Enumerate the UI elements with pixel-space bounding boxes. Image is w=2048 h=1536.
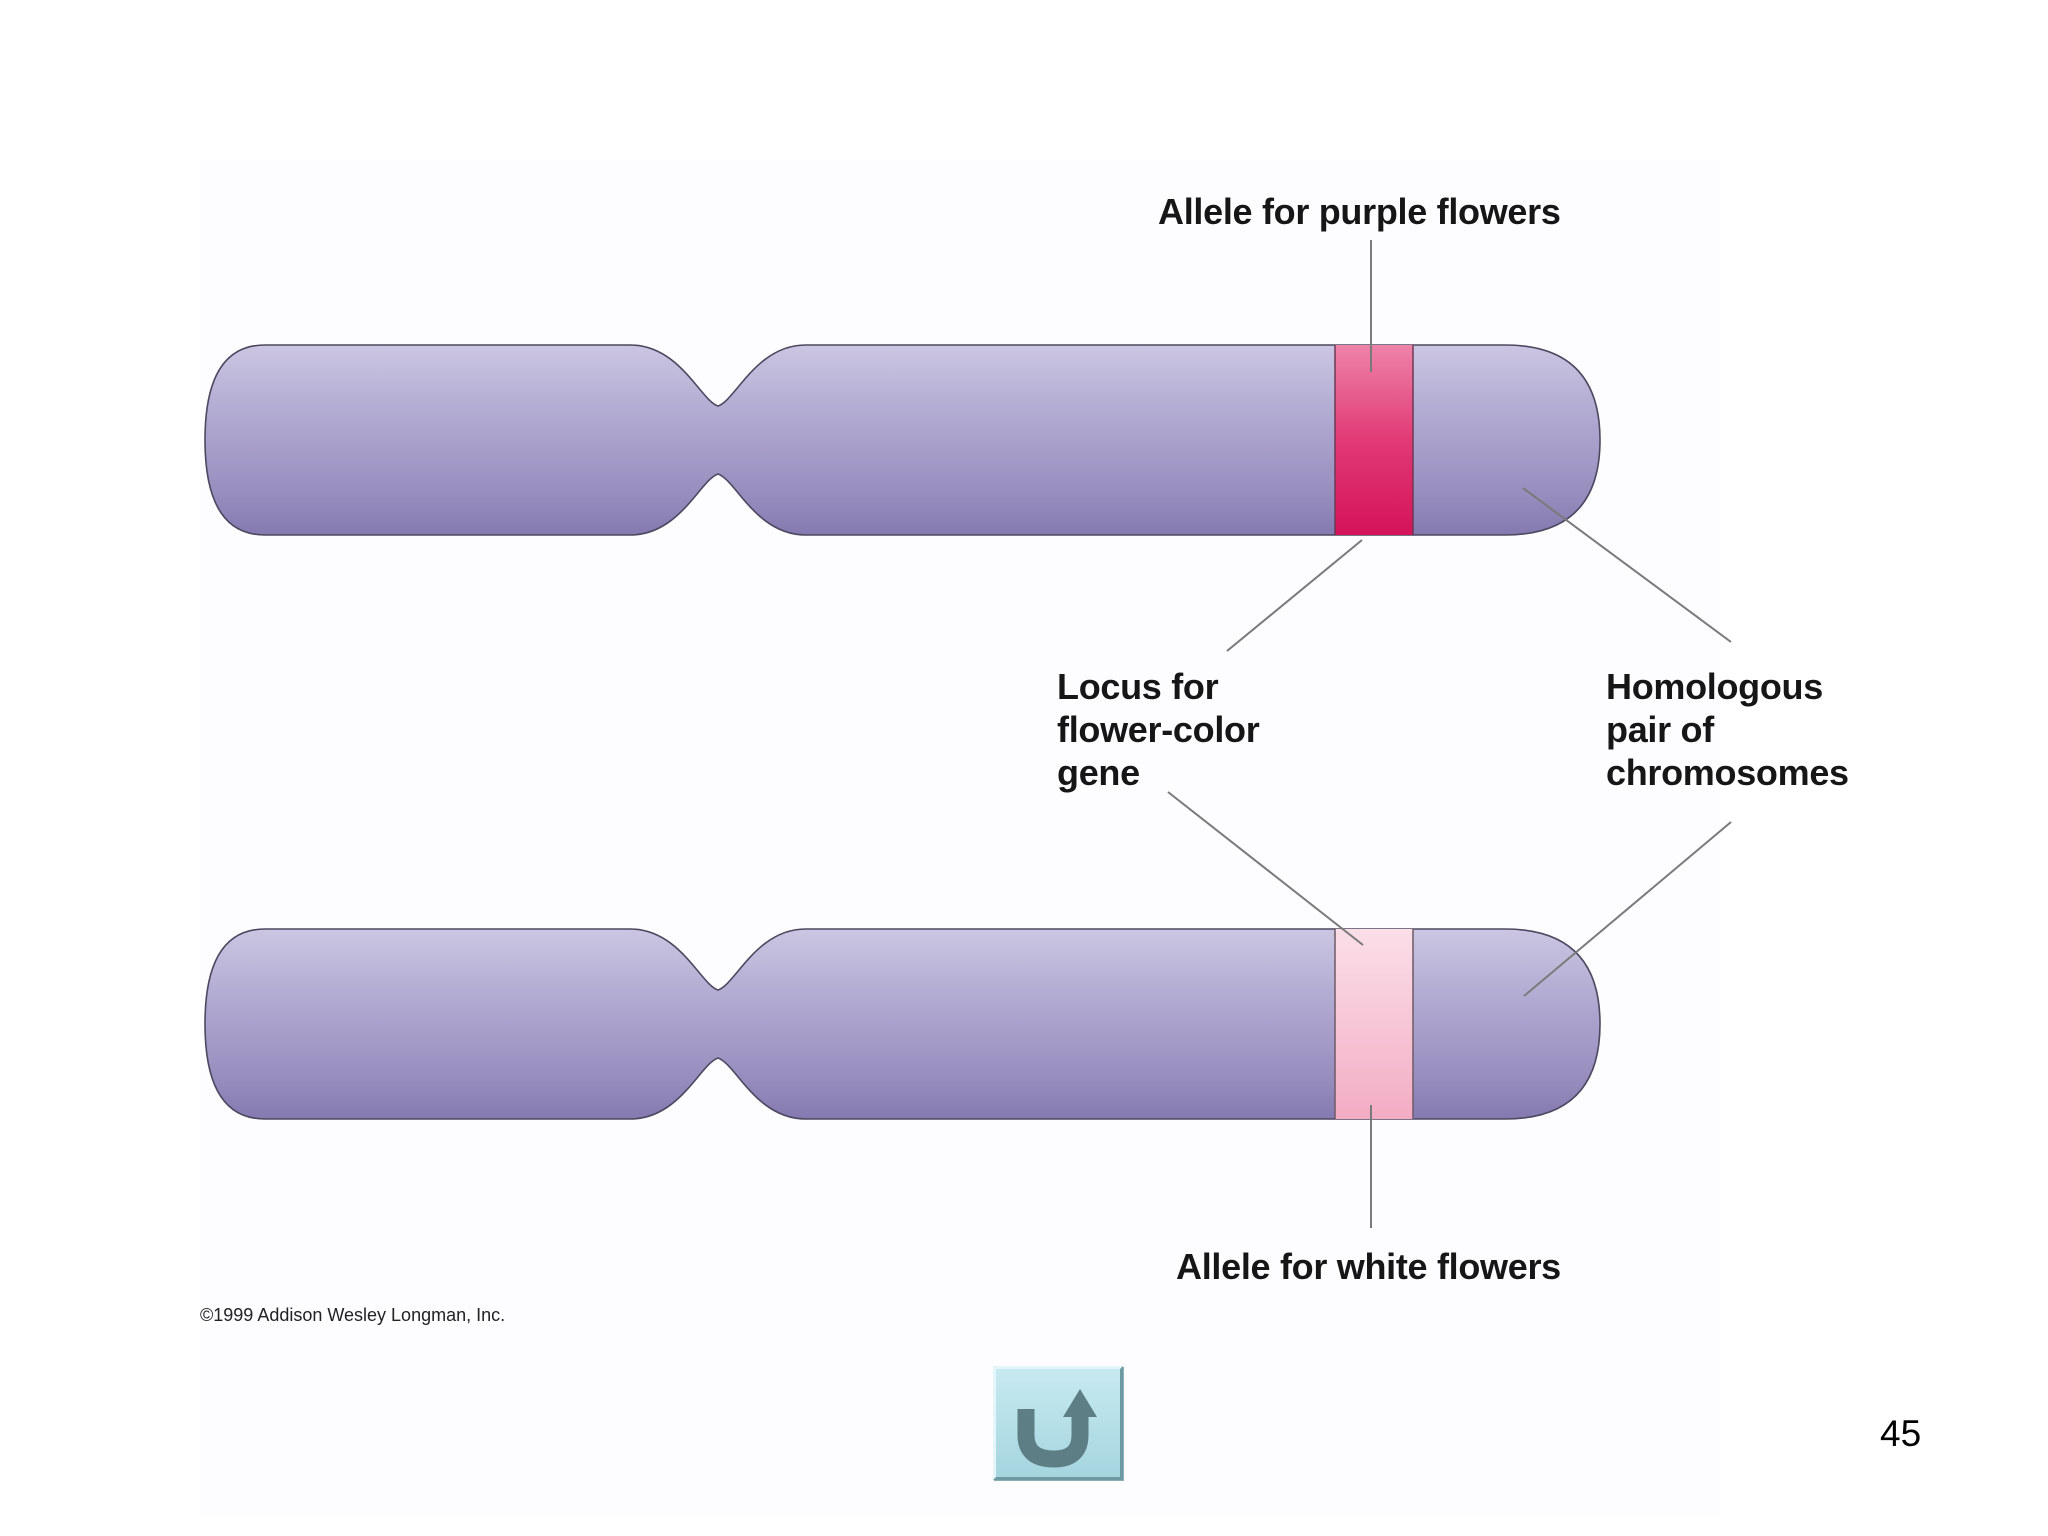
u-turn-return-arrow-icon (1017, 1389, 1097, 1468)
chromosome-top (204, 344, 1601, 536)
chromosome-bottom (204, 928, 1601, 1120)
locus-label: Locus for flower-color gene (1057, 665, 1260, 794)
leader-homolog-top (1522, 487, 1732, 643)
allele-white-label: Allele for white flowers (1176, 1246, 1561, 1287)
purple-allele-band (1334, 345, 1414, 535)
page-number: 45 (1880, 1413, 1922, 1454)
homologous-label-line: Homologous (1606, 666, 1823, 707)
leader-lines (1167, 240, 1732, 1228)
allele-purple-label: Allele for purple flowers (1158, 191, 1561, 232)
homologous-pair-label: Homologous pair of chromosomes (1606, 665, 1849, 794)
homologous-label-line: pair of (1606, 709, 1714, 750)
leader-locus-bottom (1167, 791, 1364, 946)
copyright-notice: ©1999 Addison Wesley Longman, Inc. (200, 1305, 506, 1325)
white-allele-band (1334, 929, 1414, 1119)
locus-label-line: gene (1057, 752, 1140, 793)
locus-label-line: flower-color (1057, 709, 1260, 750)
locus-label-line: Locus for (1057, 666, 1219, 707)
homologous-label-line: chromosomes (1606, 752, 1849, 793)
leader-locus-top (1226, 539, 1363, 652)
return-button[interactable] (993, 1366, 1123, 1480)
leader-homolog-bottom (1523, 821, 1732, 997)
